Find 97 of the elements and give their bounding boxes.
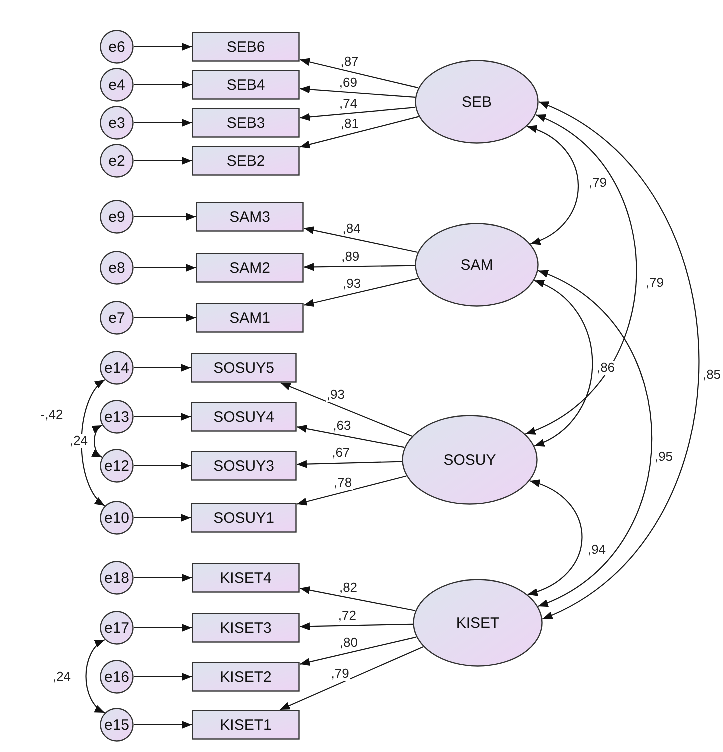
- arrow: [134, 213, 196, 221]
- arrow: [134, 43, 192, 51]
- double-headed-arrow: [526, 126, 579, 245]
- path-coefficient: ,81: [340, 117, 360, 132]
- path-coefficient: ,79: [644, 276, 666, 290]
- error-term-circle: e16: [100, 660, 134, 694]
- error-term-circle: e2: [100, 144, 134, 178]
- path-coefficient: ,74: [338, 96, 359, 111]
- observed-variable-box: SOSUY4: [191, 402, 297, 432]
- latent-variable-ellipse: SOSUY: [402, 415, 538, 505]
- error-term-circle: e4: [100, 68, 134, 102]
- arrow: [134, 514, 191, 522]
- path-coefficient: ,94: [586, 543, 608, 557]
- double-headed-arrow: [534, 280, 594, 447]
- error-term-circle: e7: [100, 301, 134, 335]
- observed-variable-box: SAM3: [196, 202, 304, 232]
- arrow: [134, 264, 196, 272]
- error-term-circle: e15: [100, 708, 134, 742]
- observed-variable-box: SOSUY1: [191, 503, 297, 533]
- arrow: [134, 314, 196, 322]
- observed-variable-box: SAM2: [196, 253, 304, 283]
- path-coefficient: ,79: [588, 176, 608, 190]
- arrow: [134, 119, 192, 127]
- observed-variable-box: KISET4: [192, 563, 300, 593]
- latent-variable-ellipse: SEB: [415, 60, 539, 144]
- arrow: [300, 622, 414, 631]
- observed-variable-box: SEB3: [192, 108, 300, 138]
- observed-variable-box: KISET1: [192, 710, 300, 740]
- error-term-circle: e8: [100, 251, 134, 285]
- error-term-circle: e3: [100, 106, 134, 140]
- arrow: [134, 462, 191, 470]
- path-coefficient: ,95: [654, 450, 674, 464]
- arrow: [300, 58, 419, 89]
- path-coefficient: -,42: [40, 408, 64, 422]
- double-headed-arrow: [528, 480, 583, 596]
- path-coefficient: ,79: [330, 666, 350, 681]
- path-coefficient: ,63: [332, 418, 352, 433]
- error-term-circle: e9: [100, 200, 134, 234]
- arrow: [296, 476, 407, 506]
- path-coefficient: ,78: [332, 476, 354, 490]
- observed-variable-box: SEB2: [192, 146, 300, 176]
- arrow: [134, 721, 192, 729]
- error-term-circle: e13: [100, 400, 134, 434]
- path-coefficient: ,87: [340, 54, 360, 69]
- double-headed-arrow: [86, 640, 106, 714]
- path-coefficient: ,93: [342, 277, 362, 292]
- double-headed-arrow: [525, 114, 638, 435]
- arrow: [280, 382, 412, 437]
- arrow: [300, 107, 416, 122]
- observed-variable-box: SOSUY5: [191, 353, 297, 383]
- error-term-circle: e18: [100, 561, 134, 595]
- arrow: [296, 460, 402, 468]
- arrow: [134, 574, 192, 582]
- path-coefficient: ,24: [52, 670, 72, 684]
- arrow: [134, 673, 192, 681]
- error-term-circle: e10: [100, 501, 134, 535]
- path-coefficient: ,89: [340, 250, 361, 264]
- arrow: [134, 81, 192, 89]
- arrow: [134, 157, 192, 165]
- path-coefficient: ,85: [702, 368, 722, 382]
- arrow: [304, 278, 419, 308]
- path-coefficient: ,84: [342, 222, 362, 236]
- arrow: [134, 364, 191, 372]
- double-headed-arrow: [81, 380, 106, 506]
- double-headed-arrow: [538, 270, 652, 608]
- path-coefficient: ,82: [338, 580, 359, 595]
- arrow: [134, 413, 191, 421]
- path-coefficient: ,67: [331, 446, 352, 460]
- arrow: [300, 636, 417, 666]
- path-coefficient: ,24: [68, 434, 90, 448]
- arrow: [300, 86, 416, 98]
- arrow: [280, 646, 424, 710]
- arrow: [296, 425, 405, 448]
- observed-variable-box: SAM1: [196, 303, 304, 333]
- error-term-circle: e6: [100, 30, 134, 64]
- arrow: [300, 586, 416, 612]
- observed-variable-box: SEB4: [192, 70, 300, 100]
- arrow: [134, 624, 192, 632]
- path-coefficient: ,86: [596, 361, 616, 375]
- latent-variable-ellipse: SAM: [415, 223, 539, 307]
- observed-variable-box: KISET2: [192, 662, 300, 692]
- latent-variable-ellipse: KISET: [413, 579, 543, 667]
- path-coefficient: ,80: [338, 636, 359, 650]
- observed-variable-box: SEB6: [192, 32, 300, 62]
- path-coefficient: ,72: [337, 608, 358, 623]
- error-term-circle: e14: [100, 351, 134, 385]
- arrow: [304, 226, 418, 254]
- error-term-circle: e12: [100, 449, 134, 483]
- double-headed-arrow: [92, 425, 103, 458]
- path-coefficient: ,69: [338, 76, 358, 90]
- arrow: [304, 263, 416, 272]
- observed-variable-box: KISET3: [192, 613, 300, 643]
- double-headed-arrow: [538, 102, 700, 620]
- path-coefficient: ,93: [326, 388, 346, 402]
- error-term-circle: e17: [100, 611, 134, 645]
- arrow: [300, 116, 420, 149]
- observed-variable-box: SOSUY3: [191, 451, 297, 481]
